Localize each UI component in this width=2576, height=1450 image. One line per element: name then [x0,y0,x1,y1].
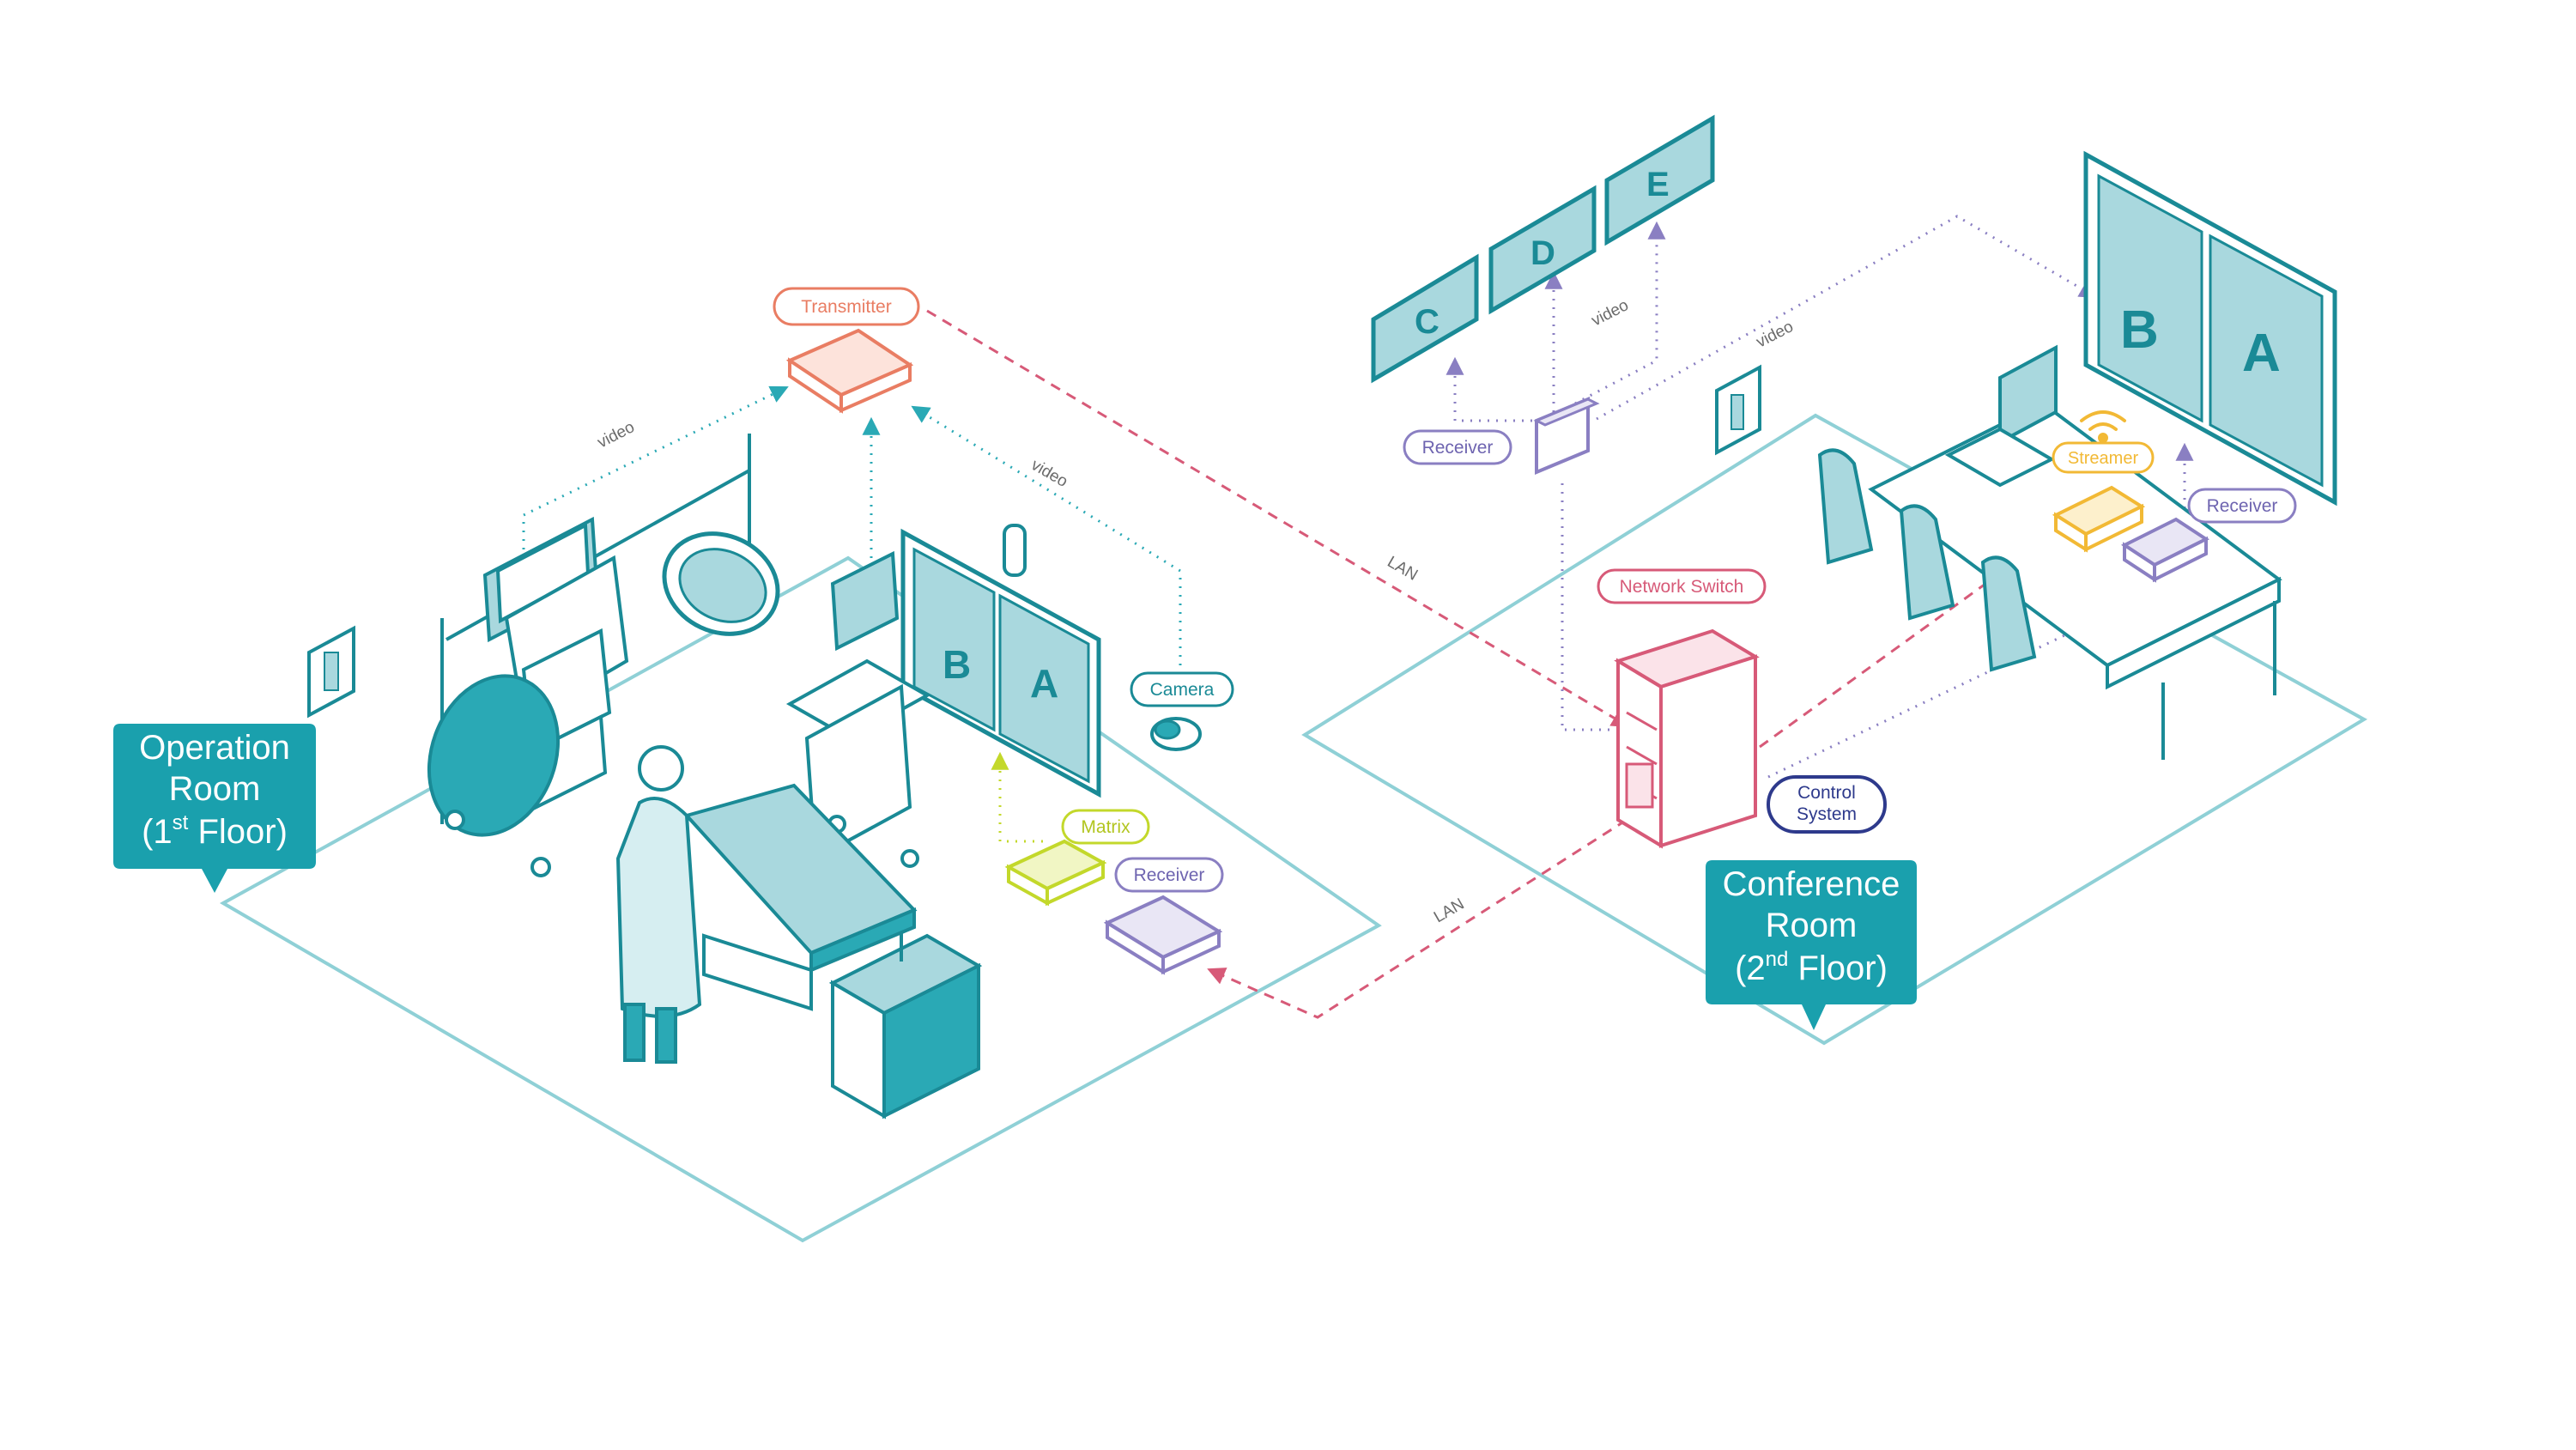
wall-panel-conf [1715,364,1761,456]
label-receiver-top: Receiver [1403,429,1512,465]
or-display: B A [900,524,1101,798]
matrix-device[interactable] [1004,839,1107,907]
lan-link-top [926,309,1630,728]
wall-screen-c [1371,253,1479,384]
equipment-tower [427,434,751,877]
video-label-4: video [1754,318,1797,351]
label-control-system: Control System [1767,775,1887,834]
surgical-lamp [662,531,780,636]
transmitter-device[interactable] [785,328,914,414]
callout-conference-room: Conference Room (2nd Floor) [1706,860,1917,1030]
label-control-line2: System [1797,804,1857,824]
conference-chairs [1817,448,2037,672]
or-title-line2: Room [169,770,261,808]
video-link-conf-screen [1596,215,2098,421]
wall-screen-e [1604,114,1715,246]
label-receiver-conf-text: Receiver [2207,496,2278,516]
surgeon [615,745,702,1064]
lan-link-streamer [1759,521,2072,749]
video-label-3: video [1589,296,1632,330]
label-matrix-text: Matrix [1081,817,1130,837]
wifi-icon [2080,410,2126,443]
conf-screen-right-letter: A [2242,324,2281,383]
video-label-1: video [595,418,638,452]
lan-link-bottom [1207,818,1627,1019]
label-network-switch-text: Network Switch [1620,577,1744,597]
or-title-line1: Operation [139,729,290,767]
wall-screen-d [1488,185,1597,315]
video-label-2: video [1028,456,1071,491]
wall-screen-d-letter: D [1530,234,1555,272]
anesthesia-machine [785,550,931,868]
network-switch-rack[interactable] [1614,628,1760,849]
conf-screen-left-letter: B [2120,300,2159,360]
label-network-switch: Network Switch [1597,568,1767,604]
video-link-camera [911,405,1182,683]
label-streamer-text: Streamer [2068,449,2139,468]
conference-display: B A [2083,150,2337,507]
lan-label-2: LAN [1431,895,1468,927]
receiver-top-device[interactable] [1533,397,1600,475]
camera-device[interactable] [1150,717,1202,751]
label-transmitter: Transmitter [773,287,920,326]
label-matrix: Matrix [1061,809,1150,845]
label-receiver-or-text: Receiver [1134,865,1205,885]
wall-video-c [1446,356,1541,422]
or-title-line3: (1st Floor) [142,811,288,851]
label-camera: Camera [1130,671,1234,707]
label-camera-text: Camera [1150,680,1215,700]
label-receiver-or: Receiver [1114,857,1224,893]
wall-panel-or [307,625,355,719]
laptop [1944,344,2058,488]
receiver-top-link [1561,476,1627,731]
label-receiver-conf: Receiver [2187,488,2297,524]
label-streamer: Streamer [2052,441,2155,474]
conference-room-floor [1301,413,2368,1046]
receiver-conf-device[interactable] [2120,517,2210,583]
streamer-device[interactable] [2052,485,2146,553]
operating-table [683,783,918,1011]
conf-title-line2: Room [1766,907,1858,944]
video-link-left [522,385,789,549]
wall-screen-c-letter: C [1415,303,1440,341]
wall-screen-e-letter: E [1646,166,1670,203]
or-screen-left-letter: B [943,642,971,687]
conf-title-line1: Conference [1723,865,1900,903]
connections [522,215,2194,1019]
matrix-link [991,751,1043,843]
lan-label-1: LAN [1385,553,1421,585]
callout-operation-room: Operation Room (1st Floor) [113,724,316,893]
operation-room-floor [219,555,1382,1243]
label-receiver-top-text: Receiver [1422,438,1494,458]
label-transmitter-text: Transmitter [801,297,891,317]
instrument-cart [828,931,983,1119]
or-screen-right-letter: A [1030,661,1058,706]
conf-title-line3: (2nd Floor) [1735,948,1888,987]
video-wall [1371,114,1715,384]
receiver-or-device[interactable] [1103,895,1223,975]
label-control-line1: Control [1797,783,1856,803]
